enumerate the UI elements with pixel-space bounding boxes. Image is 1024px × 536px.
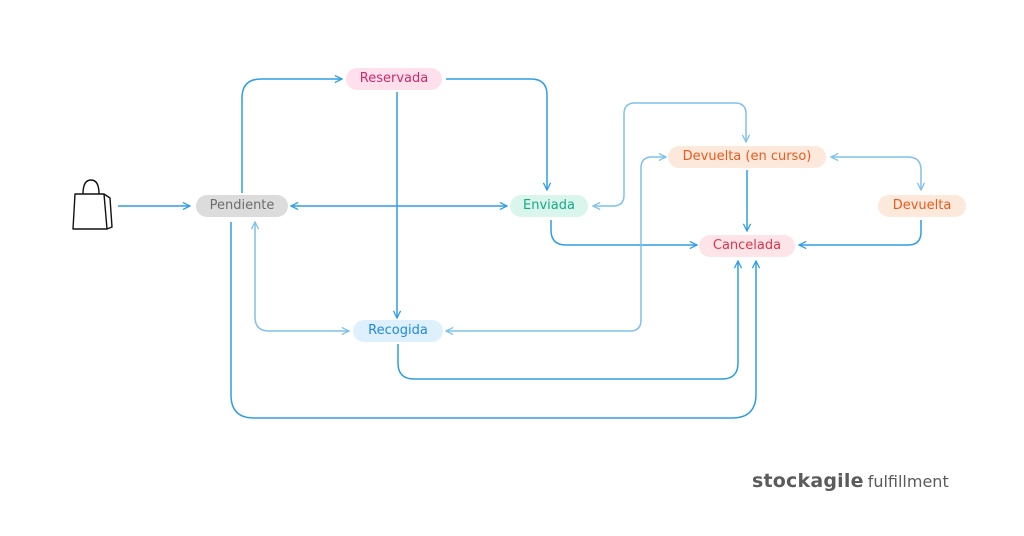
node-pendiente: Pendiente xyxy=(196,195,288,217)
brand-name: stockagile xyxy=(752,470,864,492)
edge-reservada-enviada xyxy=(446,78,547,190)
node-devuelta: Devuelta xyxy=(878,195,966,217)
node-recogida: Recogida xyxy=(353,320,443,342)
edge-pendiente-recogida xyxy=(255,222,349,331)
edge-devuelta-cancelada xyxy=(799,220,922,245)
node-reservada: Reservada xyxy=(346,68,442,90)
edge-pendiente-cancelada xyxy=(230,222,756,419)
edge-pendiente-reservada xyxy=(241,79,342,193)
edge-enviada-cancelada xyxy=(550,220,697,245)
brand-product: fulfillment xyxy=(867,472,949,491)
edge-encurso-devuelta xyxy=(831,157,921,190)
edge-recogida-cancelada xyxy=(397,261,738,380)
shopping-bag-icon xyxy=(72,179,113,230)
edge-recogida-encurso xyxy=(446,157,666,331)
node-devuelta-en-curso: Devuelta (en curso) xyxy=(668,146,826,168)
node-enviada: Enviada xyxy=(510,195,588,217)
node-cancelada: Cancelada xyxy=(699,235,795,257)
